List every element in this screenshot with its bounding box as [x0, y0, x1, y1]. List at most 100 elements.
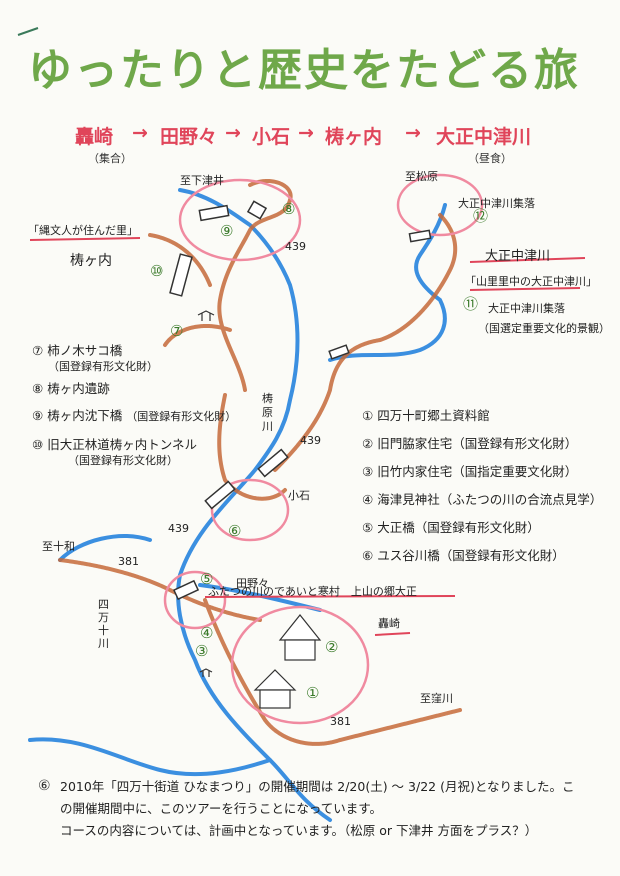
legend-name: ユス谷川橋（国登録有形文化財） [377, 548, 565, 563]
label-shimanto-river: 四万十川 [98, 598, 109, 650]
road-381-west [58, 558, 262, 622]
route-start-note: （集合） [88, 152, 132, 165]
label-r439c: 439 [168, 522, 189, 535]
label-shuraku11: 大正中津川集落 [488, 302, 565, 315]
road-439 [217, 393, 287, 501]
legend-name: 大正橋（国登録有形文化財） [377, 520, 540, 535]
label-to-tokawa: 至十和 [42, 540, 75, 553]
note-course: コースの内容については、計画中となっています。（松原 or 下津井 方面をプラス… [60, 823, 538, 838]
legend-right-4: ④ 海津見神社（ふたつの川の合流点見学） [362, 489, 602, 508]
label-to-matsubara: 至松原 [405, 170, 438, 183]
river-shimanto-bottom [28, 737, 272, 777]
road-381-south [203, 598, 342, 746]
route-lunch-note: （昼食） [468, 152, 512, 165]
legend-num: ③ [362, 464, 374, 479]
label-to-kubokawa: 至窪川 [420, 692, 453, 705]
bridges [169, 200, 432, 601]
legend-num: ⑧ [32, 381, 44, 396]
route-arrow-4: → [405, 122, 421, 144]
route-stop-4: 梼ヶ内 [325, 126, 383, 148]
legend-num: ④ [362, 492, 374, 507]
note-period: 2010年「四万十街道 ひなまつり」の開催期間は 2/20(土) ～ 3/22 … [60, 779, 575, 816]
shrines [197, 310, 215, 677]
label-shuraku11-note: （国選定重要文化的景観） [478, 322, 610, 335]
label-tanono: 田野々 [236, 577, 269, 590]
route-stop-5: 大正中津川 [436, 126, 532, 148]
marker-3: ③ [195, 642, 209, 660]
legend-right-6: ⑥ ユス谷川橋（国登録有形文化財） [362, 545, 565, 564]
marker-4: ④ [200, 624, 214, 642]
rivers [28, 188, 447, 822]
label-todorokizaki: 轟崎 [378, 617, 400, 630]
area-tanono [230, 605, 370, 725]
label-jomon: 「縄文人が住んだ里」 [28, 224, 138, 237]
legend-right-3: ③ 旧竹内家住宅（国指定重要文化財） [362, 461, 577, 480]
legend-right-2: ② 旧門脇家住宅（国登録有形文化財） [362, 433, 577, 452]
corner-mark [17, 27, 39, 36]
legend-name: 四万十町郷土資料館 [377, 408, 490, 423]
label-yamazatochu: 「山里里中の大正中津川」 [465, 275, 597, 288]
marker-5: ⑤ [200, 570, 214, 588]
legend-name: 梼ヶ内遺跡 [47, 381, 110, 396]
label-r439b: 439 [300, 434, 321, 447]
marker-7: ⑦ [170, 322, 184, 340]
label-taisho-nakatsugawa: 大正中津川 [485, 249, 551, 264]
legend-num: ⑤ [362, 520, 374, 535]
legend-name: 旧門脇家住宅（国登録有形文化財） [377, 436, 578, 451]
marker-10: ⑩ [150, 262, 164, 280]
label-futatsu: ふたつの川のであいと寒村 上山の郷大正 [208, 585, 417, 598]
route-arrow-2: → [225, 122, 241, 144]
road-mid [273, 338, 382, 472]
route-stop-3: 小石 [252, 126, 291, 148]
legend-name: 旧竹内家住宅（国指定重要文化財） [377, 464, 578, 479]
legend-name: 旧大正林道梼ヶ内トンネル [47, 437, 197, 452]
note-bullet-icon: ⑥ [38, 778, 51, 794]
label-r381a: 381 [118, 555, 139, 568]
legend-num: ⑨ [32, 408, 44, 423]
route-stop-1: 轟崎 [75, 126, 114, 148]
legend-num: ⑩ [32, 437, 44, 452]
road-381-east [338, 708, 462, 742]
pink-lines [29, 237, 586, 636]
marker-11: ⑪ [463, 295, 479, 313]
marker-1: ① [306, 684, 320, 702]
label-r381b: 381 [330, 715, 351, 728]
legend-name: 柿ノ木サコ橋 [47, 343, 123, 358]
legend-note: （国登録有形文化財） [126, 410, 237, 423]
legend-num: ⑥ [362, 548, 374, 563]
roads [58, 179, 462, 746]
legend-right-1: ① 四万十町郷土資料館 [362, 405, 490, 424]
label-matsubara-river: 梼原川 [262, 392, 273, 433]
legend-num: ① [362, 408, 374, 423]
marker-8: ⑧ [282, 200, 296, 218]
label-yusugauchi: 梼ヶ内 [70, 253, 112, 269]
highlight-circles [163, 173, 484, 725]
legend-left-7-note: （国登録有形文化財） [48, 360, 158, 373]
road-branch [163, 324, 232, 347]
legend-left-10-note: （国登録有形文化財） [68, 454, 178, 467]
page-title: ゆったりと歴史をたどる旅 [28, 45, 580, 96]
legend-left-10: ⑩ 旧大正林道梼ヶ内トンネル [32, 434, 197, 453]
marker-12: ⑫ [473, 207, 489, 225]
houses [253, 614, 322, 709]
label-r439a: 439 [285, 240, 306, 253]
area-taisho [163, 570, 227, 630]
river-main [176, 188, 332, 822]
route-arrow-1: → [132, 122, 148, 144]
legend-left-9: ⑨ 梼ヶ内沈下橋 （国登録有形文化財） [32, 405, 236, 424]
route-arrow-3: → [298, 122, 314, 144]
route-stop-2: 田野々 [160, 126, 218, 148]
legend-name: 梼ヶ内沈下橋 [47, 408, 123, 423]
road-upper [217, 179, 293, 392]
label-koishi: 小石 [288, 489, 310, 502]
label-to-shimotsui: 至下津井 [180, 174, 224, 187]
legend-num: ② [362, 436, 374, 451]
road-to-lunch [378, 213, 458, 342]
legend-left-8: ⑧ 梼ヶ内遺跡 [32, 378, 110, 397]
river-west [58, 534, 152, 562]
label-shuraku12: 大正中津川集落 [458, 197, 535, 210]
area-koishi [210, 478, 290, 542]
legend-right-5: ⑤ 大正橋（国登録有形文化財） [362, 517, 540, 536]
